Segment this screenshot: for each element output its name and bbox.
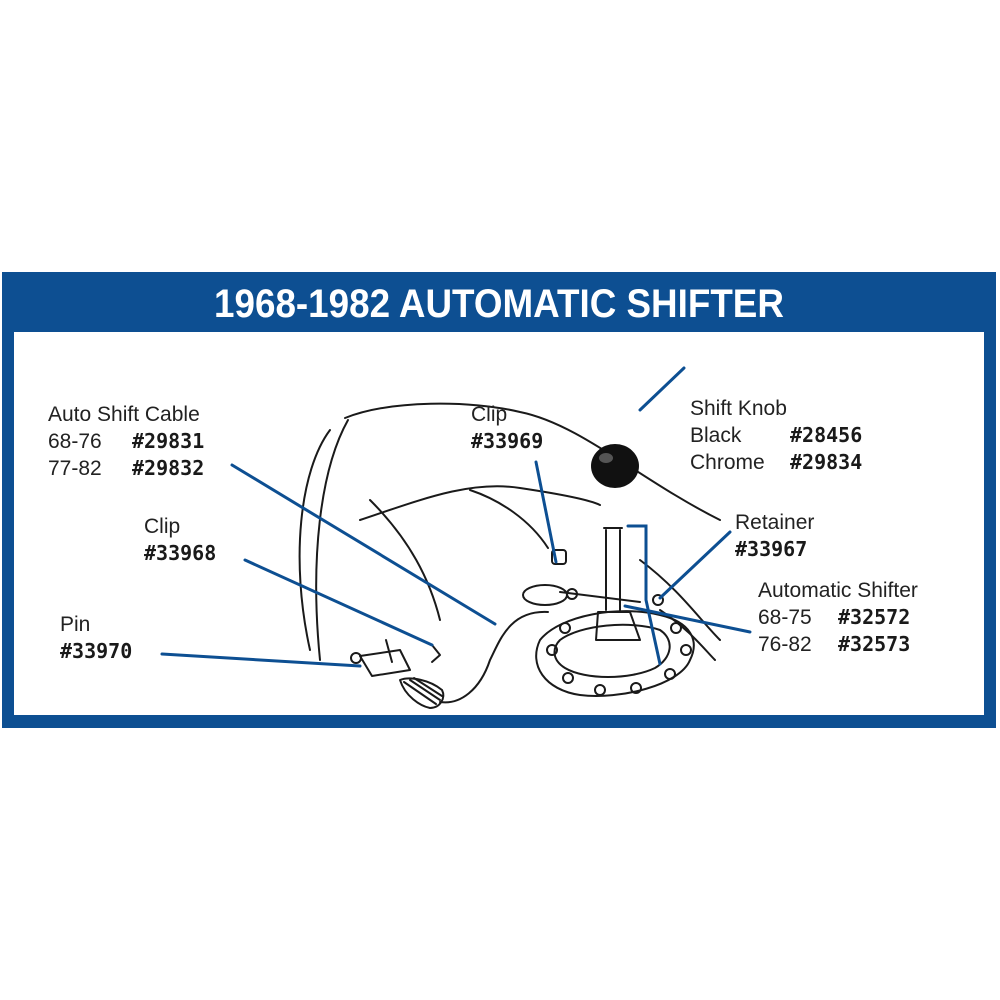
auto-shift-cable-name: Auto Shift Cable xyxy=(48,403,200,426)
retainer-part: #33967 xyxy=(735,537,808,561)
callout-clip-33969: Clip #33969 xyxy=(471,402,543,454)
diagram-frame: 1968-1982 AUTOMATIC SHIFTER xyxy=(2,272,996,728)
callout-retainer: Retainer #33967 xyxy=(735,510,814,562)
retainer-name: Retainer xyxy=(735,511,815,534)
linkage-rod xyxy=(559,591,641,603)
callout-pin: Pin #33970 xyxy=(60,612,132,664)
cable-years-1: 68-76 xyxy=(48,430,102,453)
cable-part-2: #29832 xyxy=(132,456,205,480)
callout-auto-shift-cable: Auto Shift Cable 68-76 #29831 77-82 #29832 xyxy=(48,402,204,482)
leader-automatic-shifter xyxy=(623,604,752,634)
cable-years-2: 77-82 xyxy=(48,457,102,480)
diagram-title: 1968-1982 AUTOMATIC SHIFTER xyxy=(214,282,784,326)
callout-shift-knob: Shift Knob Black #28456 Chrome #29834 xyxy=(690,396,862,476)
leader-shift-knob xyxy=(638,366,686,412)
leader-auto-shift-cable xyxy=(230,463,497,626)
knob-part-2: #29834 xyxy=(790,450,863,474)
shifter-base-inner xyxy=(553,623,671,678)
pin-part: #33970 xyxy=(60,639,133,663)
leader-shifter-bracket xyxy=(626,524,662,666)
knob-part-1: #28456 xyxy=(790,423,863,447)
tunnel-edge xyxy=(469,489,549,549)
shifter-base xyxy=(535,610,695,697)
console-curve xyxy=(359,485,601,521)
diagram-panel xyxy=(14,332,984,715)
knob-finish-2: Chrome xyxy=(690,451,765,474)
shifter-part-1: #32572 xyxy=(838,605,911,629)
clip-33969-name: Clip xyxy=(471,403,508,426)
floor-line xyxy=(639,559,721,641)
shifter-years-1: 68-75 xyxy=(758,606,812,629)
console-outline-inner xyxy=(298,429,331,651)
cable-boot xyxy=(399,677,445,709)
leader-clip-33969 xyxy=(534,460,558,564)
leader-clip-33968 xyxy=(243,558,434,647)
clip-33969-part: #33969 xyxy=(471,429,544,453)
callout-clip-33968: Clip #33968 xyxy=(144,514,216,566)
console-lower xyxy=(369,499,441,621)
shift-cable xyxy=(439,610,549,704)
clip-33968-name: Clip xyxy=(144,515,181,538)
pin-name: Pin xyxy=(60,613,91,636)
console-outline xyxy=(344,402,721,521)
automatic-shifter-name: Automatic Shifter xyxy=(758,579,918,602)
shift-lever xyxy=(605,529,621,613)
clip-33968-part: #33968 xyxy=(144,541,217,565)
lever-bracket xyxy=(595,611,641,641)
shifter-years-2: 76-82 xyxy=(758,633,812,656)
knob-finish-1: Black xyxy=(690,424,742,447)
console-side xyxy=(315,419,349,661)
shift-knob-name: Shift Knob xyxy=(690,397,787,420)
leader-pin xyxy=(160,652,362,668)
linkage-plate xyxy=(522,584,568,606)
callout-automatic-shifter: Automatic Shifter 68-75 #32572 76-82 #3257… xyxy=(758,578,918,658)
cable-bracket xyxy=(359,649,411,677)
cable-part-1: #29831 xyxy=(132,429,205,453)
leader-retainer xyxy=(658,530,732,600)
shift-knob xyxy=(591,444,639,488)
shifter-part-2: #32573 xyxy=(838,632,911,656)
